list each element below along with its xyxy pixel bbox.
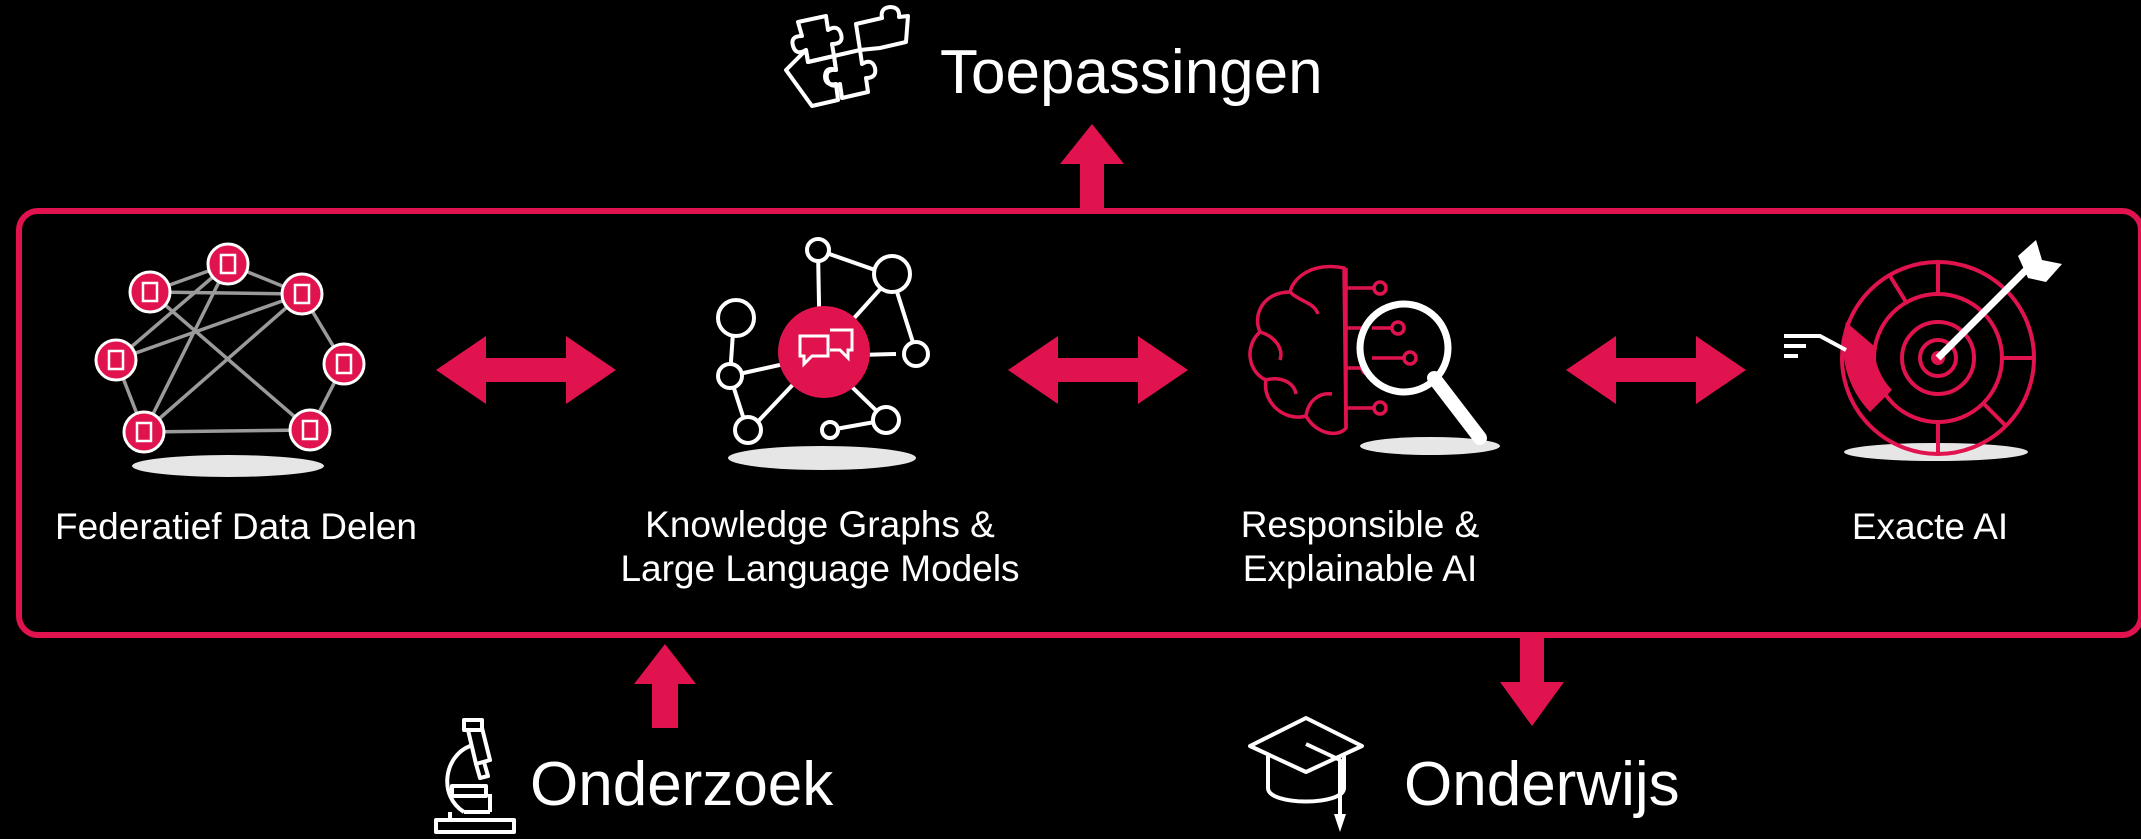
arrow-up-onderzoek xyxy=(634,644,696,728)
arrow-up-toepassingen xyxy=(1060,124,1124,212)
double-arrow-3 xyxy=(1566,336,1746,404)
bottom-right-label: Onderwijs xyxy=(1404,750,1680,819)
double-arrow-1 xyxy=(436,336,616,404)
arrow-down-onderwijs xyxy=(1500,636,1564,726)
brain-magnifier-icon xyxy=(1248,264,1500,455)
knowledge-graph-chat-icon xyxy=(716,237,930,470)
pillar-label-exacte-ai: Exacte AI xyxy=(1851,506,2009,547)
target-dart-icon xyxy=(1784,240,2062,461)
pillar-label-responsible-ai: Responsible & Explainable AI xyxy=(1240,504,1480,589)
top-label: Toepassingen xyxy=(940,38,1323,107)
pillars-frame xyxy=(16,208,2141,638)
pillar-label-knowledge-graphs: Knowledge Graphs & Large Language Models xyxy=(620,504,1020,589)
puzzle-icon xyxy=(784,5,910,108)
graduation-cap-icon xyxy=(1248,716,1364,832)
pillar-label-federatief: Federatief Data Delen xyxy=(55,506,417,547)
double-arrow-2 xyxy=(1008,336,1188,404)
microscope-icon xyxy=(434,718,516,834)
document-network-icon xyxy=(94,242,366,477)
bottom-left-label: Onderzoek xyxy=(530,750,834,819)
